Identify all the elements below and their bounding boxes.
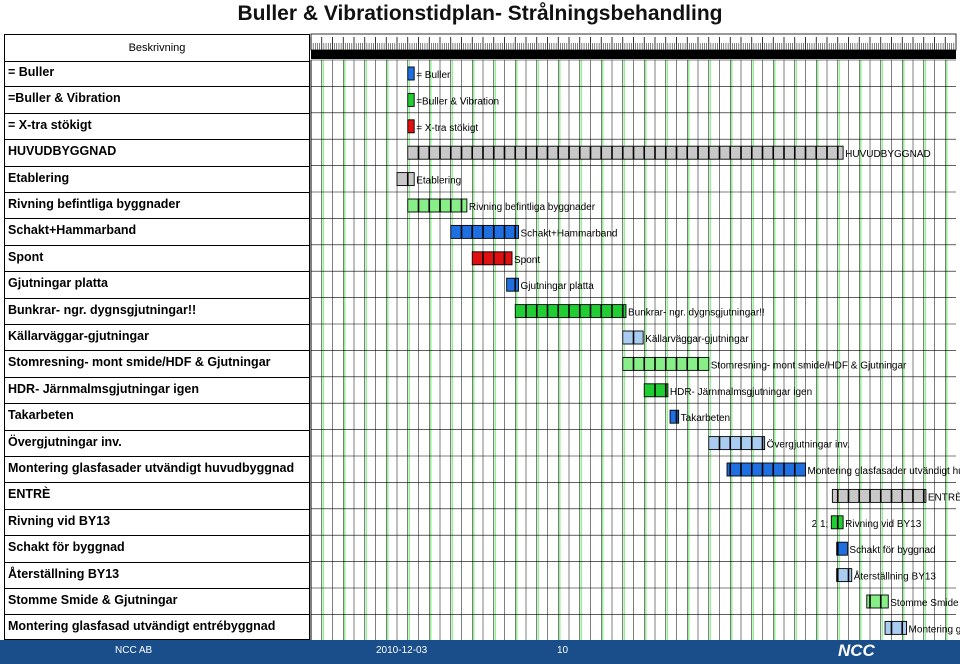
task-row: = X-tra stökigt xyxy=(5,114,309,141)
task-row: ENTRÈ xyxy=(5,483,309,510)
gantt-bar-prefix: 2 1; xyxy=(812,519,829,530)
ncc-logo: NCC xyxy=(838,641,875,660)
footer-page-number: 10 xyxy=(557,645,569,656)
task-row: Etablering xyxy=(5,167,309,193)
gantt-bar-label: Schakt för byggnad xyxy=(849,545,935,556)
task-label: = X-tra stökigt xyxy=(8,117,92,132)
task-label: Källarväggar-gjutningar xyxy=(8,329,149,343)
gantt-bar xyxy=(836,568,853,583)
task-label: Montering glasfasad utvändigt entrébyggn… xyxy=(8,619,276,634)
gantt-bar xyxy=(866,594,889,609)
task-label: Rivning befintliga byggnader xyxy=(8,197,181,211)
task-row: Schakt för byggnad xyxy=(5,536,309,563)
gantt-bar-label: Spont xyxy=(514,255,540,266)
gantt-bar-label: Etablering xyxy=(416,176,461,187)
gantt-bar xyxy=(643,383,669,398)
gantt-bar xyxy=(708,436,766,451)
gantt-bar xyxy=(407,145,844,160)
task-label: Schakt för byggnad xyxy=(8,540,125,555)
task-label: Stomresning- mont smide/HDF & Gjutningar xyxy=(8,355,271,370)
task-label: Återställning BY13 xyxy=(8,566,120,581)
footer-company: NCC AB xyxy=(115,645,153,656)
gantt-bar xyxy=(407,66,415,81)
task-row: Stomresning- mont smide/HDF & Gjutningar xyxy=(5,351,309,378)
task-label: Schakt+Hammarband xyxy=(8,223,137,238)
gantt-bar xyxy=(669,409,680,424)
gantt-bar xyxy=(471,251,513,266)
task-description-table: Beskrivning = Buller =Buller & Vibration =… xyxy=(4,34,310,642)
task-row: Bunkrar- ngr. dygnsgjutningar!! xyxy=(5,299,309,325)
task-label: Montering glasfasader utvändigt huvudbyg… xyxy=(8,461,295,475)
gantt-bar-label: ENTRÈ xyxy=(928,490,960,503)
gantt-bars: = Buller =Buller & Vibration = X-tra stöki… xyxy=(396,66,960,635)
gantt-bar xyxy=(514,304,627,319)
gantt-bar xyxy=(726,462,806,477)
gantt-bar-label: = Buller xyxy=(416,70,451,81)
gantt-bar-label: Gjutningar platta xyxy=(520,281,594,292)
gantt-bar-label: Rivning befintliga byggnader xyxy=(469,202,596,213)
gantt-bar xyxy=(884,620,907,635)
task-row: = Buller xyxy=(5,61,309,88)
task-label: HDR- Järnmalmsgjutningar igen xyxy=(8,381,199,396)
task-row: Återställning BY13 xyxy=(5,563,309,589)
task-row: =Buller & Vibration xyxy=(5,87,309,114)
task-label: Etablering xyxy=(8,170,70,185)
gantt-bar-label: Montering glasfasader utvändigt huvu xyxy=(808,466,960,477)
gantt-bar-label: Bunkrar- ngr. dygnsgjutningar!! xyxy=(628,308,765,319)
gantt-bar-label: Schakt+Hammarband xyxy=(520,228,617,239)
gantt-bar-label: Övergjutningar inv. xyxy=(767,439,850,451)
task-row: Rivning vid BY13 xyxy=(5,510,309,537)
task-label: Rivning vid BY13 xyxy=(8,513,111,528)
task-row: Rivning befintliga byggnader xyxy=(5,193,309,220)
gantt-bar-label: Stomme Smide & Gju xyxy=(890,598,960,609)
gantt-grid xyxy=(310,59,956,640)
footer-date: 2010-12-03 xyxy=(376,645,428,656)
gantt-bar-label: Stomresning- mont smide/HDF & Gjutningar xyxy=(711,360,907,371)
gantt-bar xyxy=(407,198,468,213)
footer-bar: NCC AB 2010-12-03 10 NCC xyxy=(0,640,960,664)
gantt-bar-label: Takarbeten xyxy=(681,413,730,424)
task-row: Schakt+Hammarband xyxy=(5,219,309,246)
description-column-header: Beskrivning xyxy=(5,35,309,62)
gantt-bar-label: Rivning vid BY13 xyxy=(845,519,922,530)
gantt-bar-label: = X-tra stökigt xyxy=(416,123,478,134)
gantt-bar-label: HUVUDBYGGNAD xyxy=(845,149,931,160)
gantt-bar xyxy=(506,277,519,292)
gantt-bar xyxy=(407,119,415,134)
task-label: Bunkrar- ngr. dygnsgjutningar!! xyxy=(8,302,197,317)
gantt-bar xyxy=(396,172,415,187)
timeline-black-band xyxy=(311,50,956,59)
task-row: Spont xyxy=(5,246,309,273)
task-label: Spont xyxy=(8,249,44,264)
task-row: Takarbeten xyxy=(5,404,309,431)
task-row: HDR- Järnmalmsgjutningar igen xyxy=(5,378,309,405)
task-row: HUVUDBYGGNAD xyxy=(5,140,309,167)
task-label: Övergjutningar inv. xyxy=(8,434,122,449)
gantt-bar xyxy=(450,224,519,239)
gantt-bar-label: Montering glasfas xyxy=(909,624,960,635)
task-row: Gjutningar platta xyxy=(5,272,309,299)
gantt-chart: = Buller =Buller & Vibration = X-tra stöki… xyxy=(310,33,960,640)
gantt-bar-label: =Buller & Vibration xyxy=(416,96,499,107)
gantt-bar xyxy=(836,541,848,556)
task-label: HUVUDBYGGNAD xyxy=(8,144,117,159)
gantt-bar-label: HDR- Järnmalmsgjutningar igen xyxy=(670,387,812,398)
gantt-bar xyxy=(407,92,415,107)
task-label: =Buller & Vibration xyxy=(8,91,121,106)
task-row: Övergjutningar inv. xyxy=(5,431,309,457)
task-label: ENTRÈ xyxy=(8,487,51,502)
task-label: Stomme Smide & Gjutningar xyxy=(8,593,178,607)
gantt-bar-label: Återställning BY13 xyxy=(854,570,937,583)
task-label: Gjutningar platta xyxy=(8,276,108,291)
task-row: Stomme Smide & Gjutningar xyxy=(5,589,309,616)
task-row: Källarväggar-gjutningar xyxy=(5,325,309,352)
task-label: Takarbeten xyxy=(8,408,74,423)
timeline-header xyxy=(310,33,957,59)
task-label: = Buller xyxy=(8,65,55,79)
task-row: Montering glasfasader utvändigt huvudbyg… xyxy=(5,457,309,484)
gantt-bar xyxy=(831,488,927,503)
gantt-bar-label: Källarväggar-gjutningar xyxy=(645,334,749,345)
chart-title: Buller & Vibrationstidplan- Strålningsbe… xyxy=(237,2,723,25)
